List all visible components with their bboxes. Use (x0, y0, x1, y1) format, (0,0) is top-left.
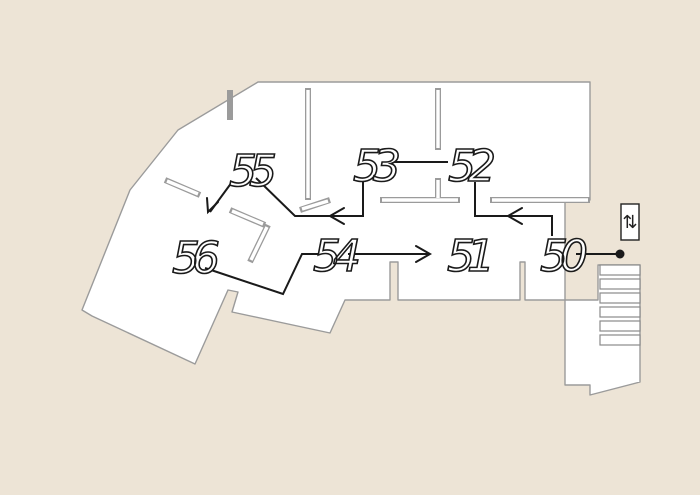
room-label-50[interactable]: 50 (539, 230, 595, 283)
arrow-to-56 (206, 197, 219, 215)
room-label-56[interactable]: 56 (171, 232, 228, 285)
elevator-glyph: ⇅ (622, 212, 637, 233)
arrow-to-51 (415, 245, 433, 263)
room-label-53[interactable]: 53 (352, 140, 408, 193)
room-label-51[interactable]: 51 (446, 230, 498, 283)
route-arrows (206, 197, 523, 263)
arrow-to-52 (505, 207, 523, 225)
room-label-54[interactable]: 54 (312, 230, 367, 283)
elevator-icon: ⇅ (620, 203, 640, 241)
room-label-55[interactable]: 55 (228, 145, 284, 198)
floor-outline (81, 81, 641, 396)
arrow-to-55 (327, 207, 345, 225)
stairs-icon (599, 264, 641, 346)
interior-walls-fill (166, 90, 588, 261)
start-dot-icon (615, 249, 625, 259)
room-label-52[interactable]: 52 (447, 140, 503, 193)
